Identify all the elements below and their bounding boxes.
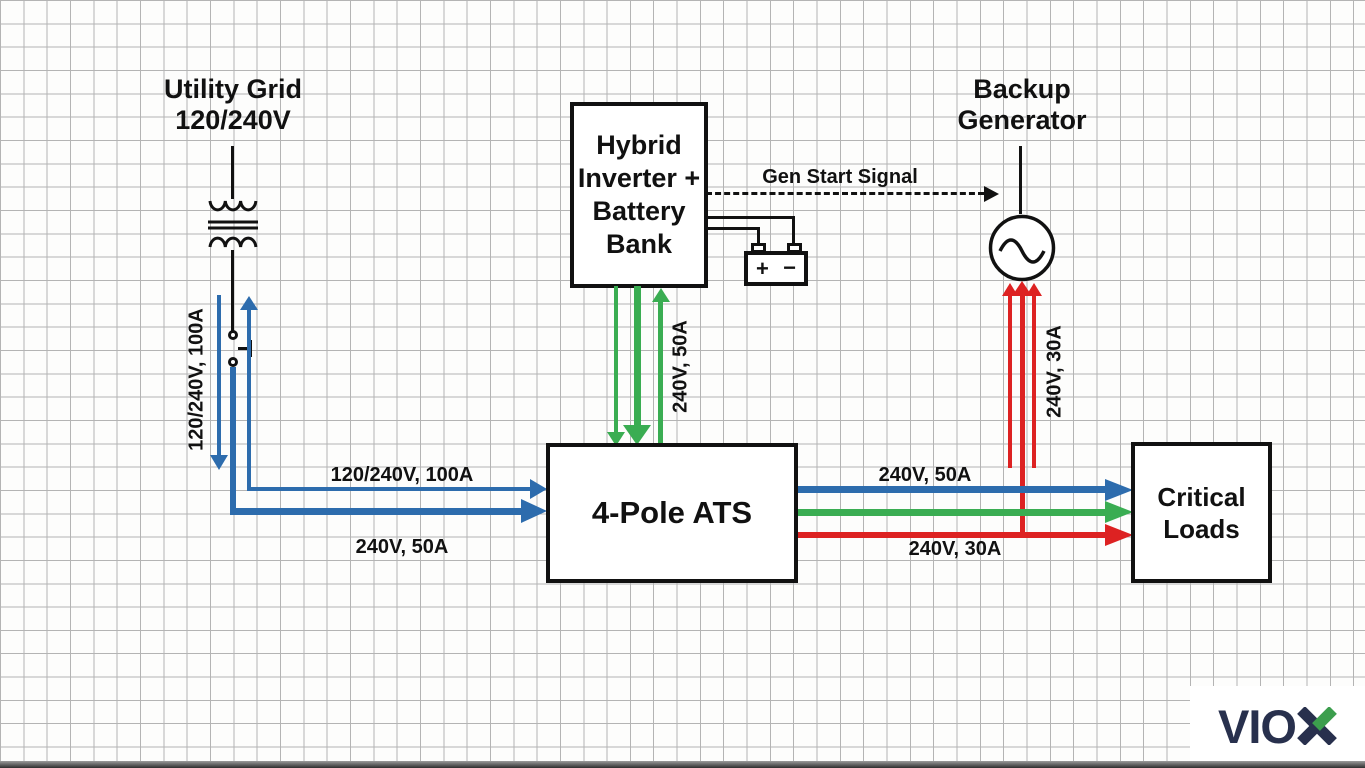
grid-return-arrowhead-up [240,296,258,310]
grid-feed-vertical-label: 120/240V, 100A [185,308,208,451]
battery-minus-sign: − [783,255,796,280]
utility-grid-title: Utility Grid 120/240V [130,74,336,136]
gen-start-signal-dashed-line [706,192,984,195]
battery-wire-bottom-horizontal [706,227,760,230]
grid-feed-annotation-arrow-line [217,295,221,455]
backup-generator-title-line2: Generator [957,105,1087,135]
critical-loads-label-line2: Loads [1163,513,1240,544]
grid-to-ats-label: 120/240V, 100A [330,464,474,486]
grid-wire-outer-arrowhead [521,499,547,523]
utility-wire-lower [231,250,234,332]
viox-logo-x-glyph [1297,707,1337,745]
photo-bottom-edge [0,761,1365,768]
loads-wire-red [798,532,1107,538]
ats-to-loads-bottom-label: 240V, 30A [908,538,1002,560]
generator-wire-right-arrowhead [1026,283,1042,296]
utility-grid-title-line2: 120/240V [175,105,291,135]
inverter-wire-down-thin-arrowhead [607,432,625,446]
battery-wire-bottom-vertical [757,227,760,246]
backup-generator-title-line1: Backup [973,74,1071,104]
ats-label: 4-Pole ATS [591,495,753,530]
inverter-feed-vertical-label: 240V, 50A [669,320,692,413]
grid-wire-inner-vertical [247,310,251,491]
switch-contact-bottom-icon [228,357,238,367]
inverter-wire-up-arrowhead [652,288,670,302]
ats-to-loads-top-label: 240V, 50A [878,464,972,486]
inverter-wire-down-thick-arrowhead [623,425,651,445]
battery-icon: + − [744,251,808,286]
hybrid-inverter-box: Hybrid Inverter + Battery Bank [570,102,708,288]
critical-loads-label: Critical Loads [1157,481,1245,545]
grid-feed-annotation-arrowhead-down [210,455,228,470]
generator-wire [1019,146,1022,214]
inverter-wire-down-thick [634,286,641,425]
viox-logo: VIO [1190,686,1365,766]
critical-loads-label-line1: Critical [1157,481,1246,512]
generator-wire-center [1020,294,1025,538]
battery-plus-sign: + [756,256,769,281]
gen-start-signal-label: Gen Start Signal [762,166,918,188]
generator-wire-left [1008,295,1012,468]
viox-logo-text: VIO [1218,699,1297,753]
ats-box: 4-Pole ATS [546,443,798,583]
inverter-to-ats-lower-label: 240V, 50A [355,536,449,558]
loads-wire-green [798,509,1107,516]
grid-wire-inner-arrowhead [530,479,547,499]
generator-wire-right [1032,295,1036,468]
hybrid-inverter-label-line3: Battery [592,196,686,226]
generator-feed-vertical-label: 240V, 30A [1043,325,1066,418]
hybrid-inverter-label-line4: Bank [605,229,672,259]
grid-wire-outer-horizontal [230,508,523,515]
hybrid-inverter-label: Hybrid Inverter + Battery Bank [578,129,700,261]
loads-wire-blue-arrowhead [1105,479,1133,501]
hybrid-inverter-label-line1: Hybrid [596,130,682,160]
hybrid-inverter-label-line2: Inverter + [577,163,701,193]
gen-start-signal-arrowhead [984,186,999,202]
switch-blade-icon [238,347,252,350]
inverter-wire-down-thin [614,286,618,432]
loads-wire-blue [798,486,1107,493]
loads-wire-red-arrowhead [1105,524,1133,546]
critical-loads-box: Critical Loads [1131,442,1272,583]
battery-wire-top-horizontal [706,216,795,219]
transformer-icon [208,200,258,248]
generator-icon [988,214,1056,282]
inverter-wire-up [658,302,663,445]
grid-wire-inner-horizontal [247,487,532,491]
grid-wire-outer-vertical [230,367,236,515]
backup-generator-title: Backup Generator [942,74,1102,136]
utility-wire-upper [231,146,234,199]
utility-grid-title-line1: Utility Grid [163,74,302,104]
loads-wire-green-arrowhead [1105,501,1133,523]
battery-wire-top-vertical [792,216,795,246]
switch-contact-top-icon [228,330,238,340]
